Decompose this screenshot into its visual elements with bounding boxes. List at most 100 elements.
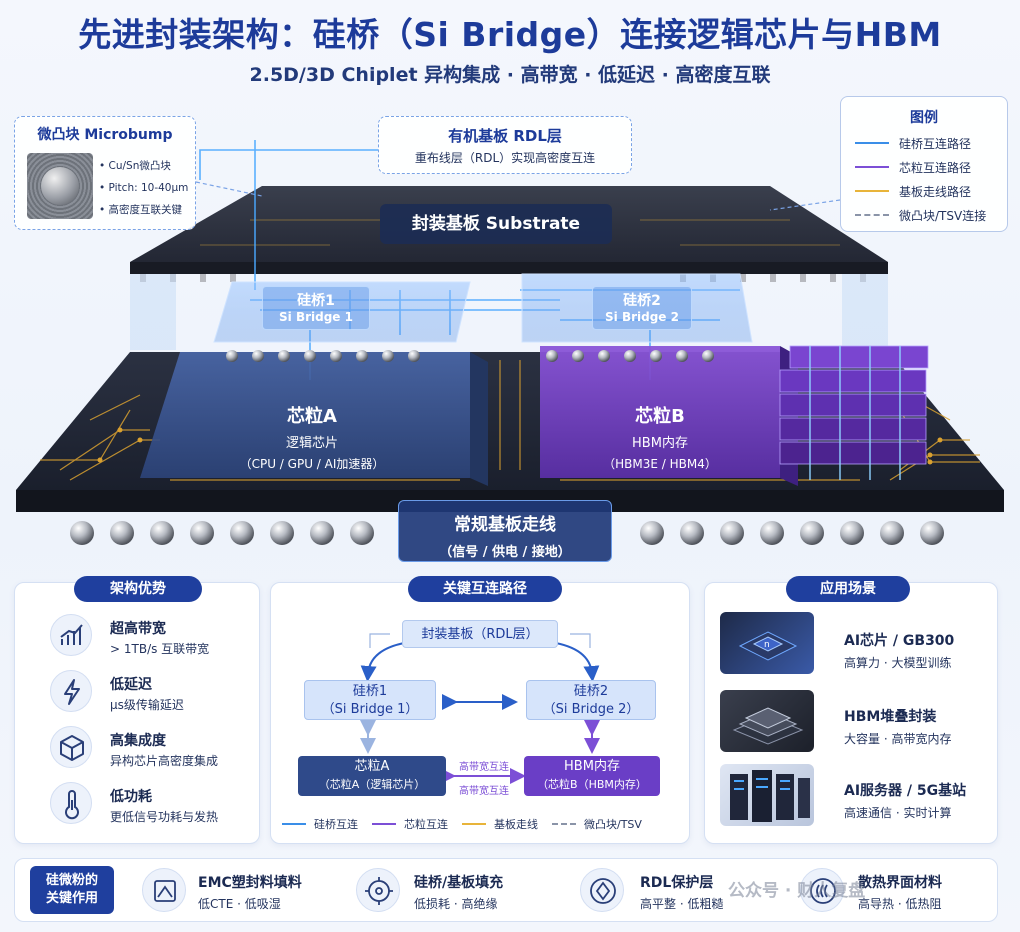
bga-balls bbox=[70, 521, 944, 545]
silica-badge: 硅微粉的 关键作用 bbox=[30, 866, 114, 914]
ip-legend-label: 芯粒互连 bbox=[404, 818, 448, 831]
legend-label: 微凸块/TSV连接 bbox=[899, 208, 987, 223]
ip-high-bw-top: 高带宽互连 bbox=[459, 762, 509, 773]
app-desc: 高算力 · 大模型训练 bbox=[844, 656, 952, 670]
ip-chip-a: 芯粒A （芯粒A（逻辑芯片） bbox=[298, 756, 446, 796]
silica-desc: 低损耗 · 高绝缘 bbox=[414, 897, 498, 911]
ip-bridge-1-en: （Si Bridge 1） bbox=[321, 702, 419, 717]
adv-desc: > 1TB/s 互联带宽 bbox=[110, 642, 210, 656]
app-desc: 高速通信 · 实时计算 bbox=[844, 806, 952, 820]
hbm-stack-icon bbox=[720, 690, 814, 752]
applications-badge: 应用场景 bbox=[786, 576, 910, 602]
heat-icon bbox=[800, 868, 844, 912]
legend-label: 基板走线路径 bbox=[899, 184, 972, 199]
microbump-callout: 微凸块 Microbump • Cu/Sn微凸块 • Pitch: 10-40μ… bbox=[14, 116, 196, 230]
silica-title: 散热界面材料 bbox=[858, 875, 942, 891]
bridge-2-name: 硅桥2 bbox=[623, 293, 661, 309]
bridge-1-name: 硅桥1 bbox=[297, 293, 335, 309]
legend-item: 芯粒互连路径 bbox=[855, 157, 971, 177]
app-title: HBM堆叠封装 bbox=[844, 709, 937, 725]
rdl-callout: 有机基板 RDL层 重布线层（RDL）实现高密度互连 bbox=[378, 116, 632, 174]
page-subtitle: 2.5D/3D Chiplet 异构集成 · 高带宽 · 低延迟 · 高密度互联 bbox=[249, 64, 771, 86]
adv-desc: 异构芯片高密度集成 bbox=[110, 754, 219, 768]
silica-badge-line: 关键作用 bbox=[45, 891, 98, 906]
chip-b-label: 芯粒B HBM内存 （HBM3E / HBM4） bbox=[560, 402, 760, 472]
substrate-label: 封装基板 Substrate bbox=[380, 204, 612, 244]
lightning-icon bbox=[50, 670, 92, 712]
filler-icon bbox=[356, 868, 400, 912]
ip-legend-label: 基板走线 bbox=[494, 818, 538, 831]
watermark: 公众号 · 财人复盘 bbox=[728, 881, 866, 901]
microbump-item: Pitch: 10-40μm bbox=[108, 182, 189, 194]
chip-b-detail: （HBM3E / HBM4） bbox=[603, 457, 717, 471]
silica-title: EMC塑封料填料 bbox=[198, 875, 302, 891]
silica-title: 硅桥/基板填充 bbox=[414, 875, 504, 891]
chip-b-name: 芯粒B bbox=[635, 406, 685, 427]
adv-title: 低延迟 bbox=[110, 677, 152, 693]
ip-bridge-2-name: 硅桥2 bbox=[573, 684, 609, 699]
legend-title: 图例 bbox=[910, 110, 938, 126]
bar-chart-icon bbox=[50, 614, 92, 656]
bridge-2-en: Si Bridge 2 bbox=[605, 310, 679, 324]
ip-chip-b: HBM内存 （芯粒B（HBM内存） bbox=[524, 756, 660, 796]
ip-legend-label: 微凸块/TSV bbox=[584, 818, 642, 831]
silicon-bridge-2 bbox=[521, 273, 753, 343]
ai-chip-icon: n bbox=[720, 612, 814, 674]
app-title: AI服务器 / 5G基站 bbox=[844, 783, 967, 799]
adv-title: 低功耗 bbox=[110, 789, 152, 805]
thermometer-icon bbox=[50, 782, 92, 824]
ip-high-bw-bottom: 高带宽互连 bbox=[459, 786, 509, 797]
chip-a-role: 逻辑芯片 bbox=[285, 436, 338, 451]
ip-bridge-1-name: 硅桥1 bbox=[352, 684, 388, 699]
legend: 图例 硅桥互连路径 芯粒互连路径 基板走线路径 微凸块/TSV连接 bbox=[840, 96, 1008, 232]
chip-b-role: HBM内存 bbox=[632, 436, 688, 451]
ip-substrate: 封装基板（RDL层） bbox=[402, 620, 558, 648]
ip-chip-a-name: 芯粒A bbox=[354, 759, 390, 774]
ip-bridge-2: 硅桥2 （Si Bridge 2） bbox=[526, 680, 656, 720]
microbump-title: 微凸块 Microbump bbox=[37, 127, 173, 143]
ip-bridge-2-en: （Si Bridge 2） bbox=[542, 702, 640, 717]
chiplet-a-die bbox=[140, 352, 488, 486]
adv-desc: 更低信号功耗与发热 bbox=[110, 810, 219, 824]
legend-item: 基板走线路径 bbox=[855, 181, 971, 201]
protect-icon bbox=[580, 868, 624, 912]
server-rack-icon bbox=[720, 764, 814, 826]
app-desc: 大容量 · 高带宽内存 bbox=[844, 732, 952, 746]
legend-item: 硅桥互连路径 bbox=[855, 133, 971, 153]
chip-a-label: 芯粒A 逻辑芯片 （CPU / GPU / AI加速器） bbox=[196, 402, 428, 472]
adv-desc: μs级传输延迟 bbox=[110, 698, 184, 712]
package-illustration bbox=[16, 140, 1004, 545]
legend-label: 硅桥互连路径 bbox=[899, 136, 972, 151]
ip-chip-a-desc: （芯粒A（逻辑芯片） bbox=[318, 778, 426, 791]
silica-title: RDL保护层 bbox=[640, 875, 714, 891]
ip-chip-b-name: HBM内存 bbox=[564, 759, 620, 774]
silica-desc: 高导热 · 低热阻 bbox=[858, 897, 942, 911]
advantages-badge: 架构优势 bbox=[74, 576, 202, 602]
routing-title: 常规基板走线 bbox=[454, 515, 556, 535]
hbm-stack bbox=[779, 345, 929, 480]
bridge-2-label: 硅桥2 Si Bridge 2 bbox=[592, 286, 692, 330]
microbump-row bbox=[226, 350, 714, 362]
cube-icon bbox=[50, 726, 92, 768]
app-title: AI芯片 / GB300 bbox=[844, 633, 955, 649]
silica-desc: 高平整 · 低粗糙 bbox=[640, 897, 724, 911]
silicon-bridge-1 bbox=[213, 281, 471, 343]
silica-badge-line: 硅微粉的 bbox=[45, 873, 98, 888]
rdl-title: 有机基板 RDL层 bbox=[448, 127, 562, 145]
chip-a-name: 芯粒A bbox=[287, 406, 337, 427]
microbump-item: Cu/Sn微凸块 bbox=[108, 160, 171, 172]
svg-text:n: n bbox=[764, 640, 770, 650]
routing-desc: （信号 / 供电 / 接地） bbox=[439, 545, 571, 560]
mold-icon bbox=[142, 868, 186, 912]
chip-a-detail: （CPU / GPU / AI加速器） bbox=[239, 457, 385, 471]
adv-title: 超高带宽 bbox=[110, 621, 166, 637]
rdl-desc: 重布线层（RDL）实现高密度互连 bbox=[414, 151, 596, 165]
adv-title: 高集成度 bbox=[110, 733, 166, 749]
microbump-photo bbox=[27, 153, 93, 219]
silica-desc: 低CTE · 低吸湿 bbox=[198, 897, 281, 911]
microbump-list: • Cu/Sn微凸块 • Pitch: 10-40μm • 高密度互联关键 bbox=[99, 160, 189, 216]
legend-label: 芯粒互连路径 bbox=[899, 160, 972, 175]
ip-legend-label: 硅桥互连 bbox=[314, 818, 358, 831]
bridge-1-en: Si Bridge 1 bbox=[279, 310, 353, 324]
page-title: 先进封装架构：硅桥（Si Bridge）连接逻辑芯片与HBM bbox=[78, 15, 942, 54]
